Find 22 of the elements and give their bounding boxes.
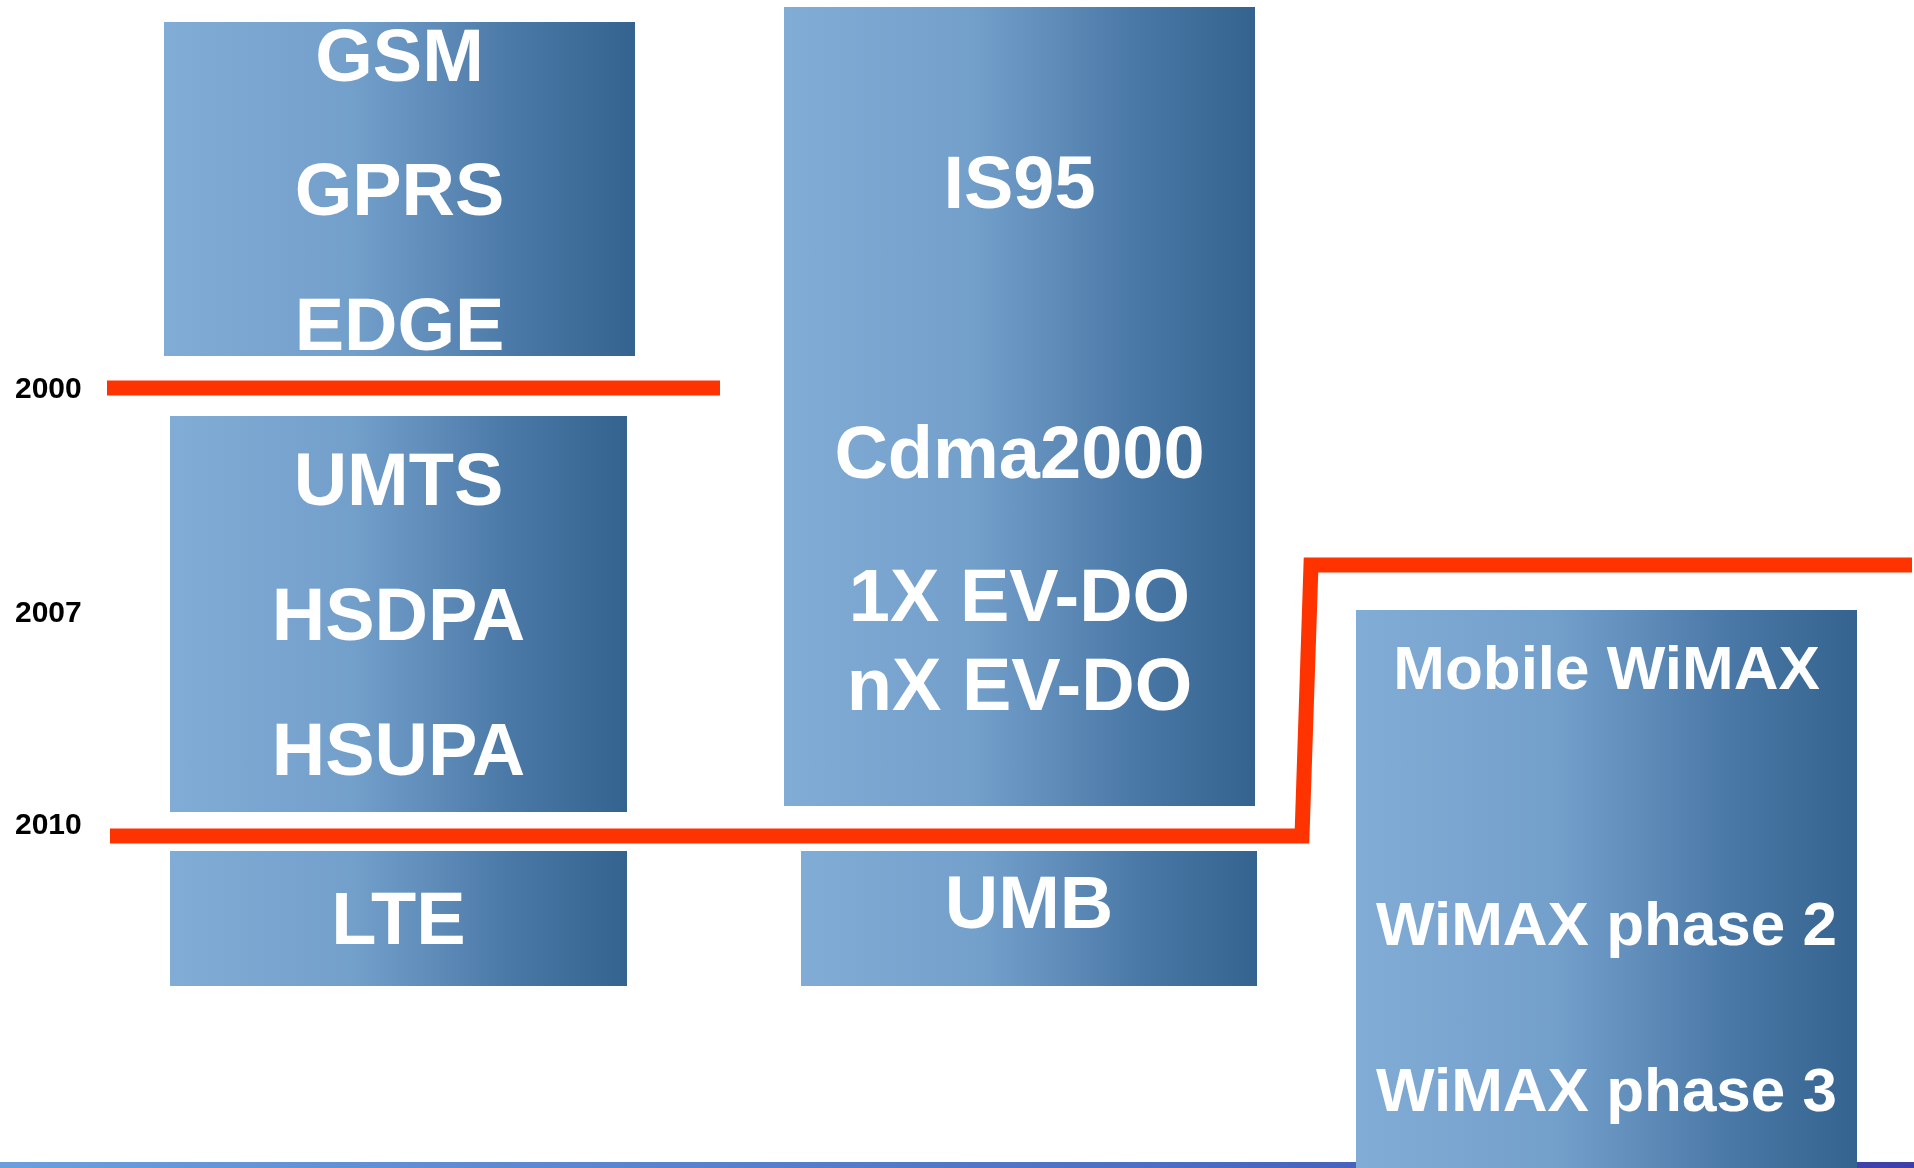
technology-box [164,22,635,356]
technology-label: LTE [330,882,467,956]
technology-label: GPRS [293,153,506,227]
technology-label: UMB [943,866,1115,940]
technology-label: 1X EV-DO [847,559,1192,633]
technology-label: Mobile WiMAX [1392,637,1821,699]
technology-box [170,851,627,986]
technology-box [1356,610,1857,1168]
technology-label: HSDPA [270,578,527,652]
year-label: 2000 [15,373,82,403]
technology-label: EDGE [293,288,506,362]
technology-box [170,416,627,812]
technology-label: nX EV-DO [845,648,1194,722]
technology-label: HSUPA [270,713,527,787]
technology-label: GSM [314,19,485,93]
year-label: 2010 [15,809,82,839]
technology-label: IS95 [942,146,1097,220]
technology-label: UMTS [292,443,505,517]
technology-box [784,7,1255,806]
technology-box [801,851,1257,986]
technology-label: Cdma2000 [833,416,1206,490]
year-label: 2007 [15,597,82,627]
